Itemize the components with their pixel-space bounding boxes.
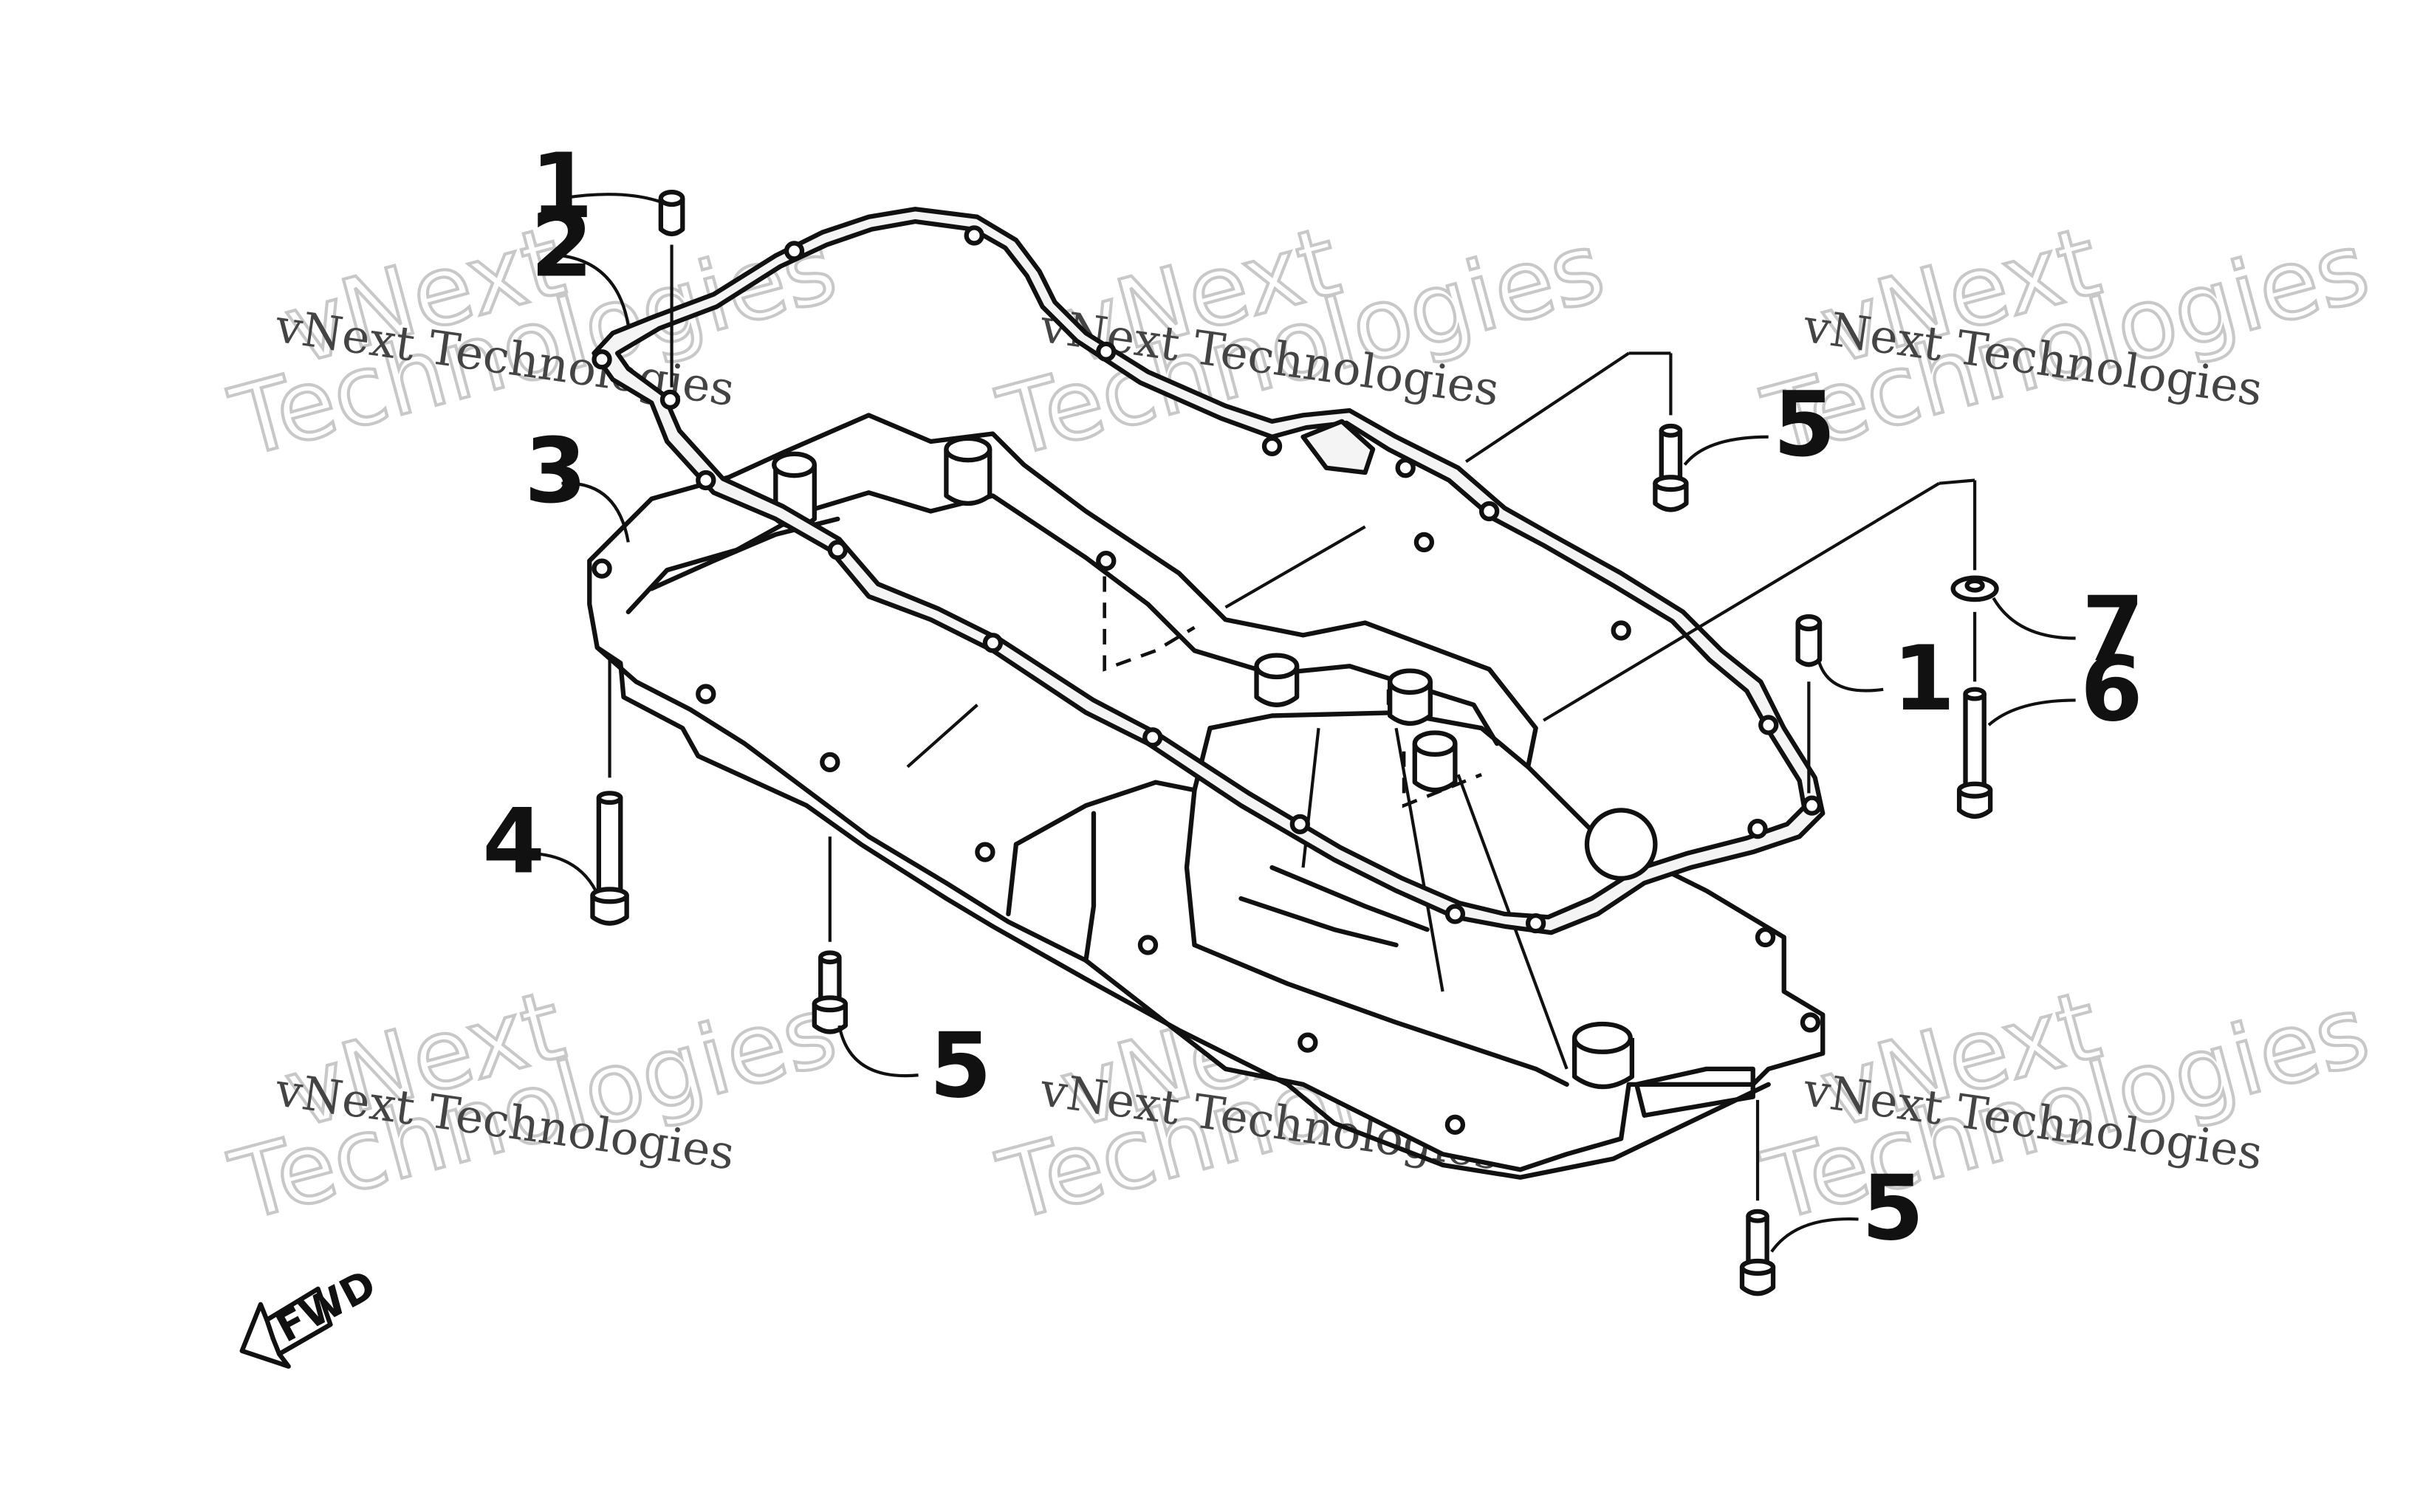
- callout-3-oil-pan: 3: [524, 419, 587, 523]
- callout-5-bolt-lower-right: 5: [1862, 1156, 1924, 1261]
- bolt-part-5-lower-right: [1739, 1099, 1776, 1296]
- bolt-part-5-upper: [906, 351, 1689, 769]
- callout-1-dowel-pin-right: 1: [1893, 626, 1955, 731]
- watermark-top-right: vNext Technologies vNext Technologies: [1752, 204, 2382, 481]
- fwd-arrow-icon: FWD: [239, 1260, 383, 1369]
- watermark-bottom-left: vNext Technologies vNext Technologies: [219, 967, 849, 1244]
- dowel-pin-left: [658, 190, 685, 388]
- callout-2-gasket: 2: [530, 193, 593, 298]
- callout-5-bolt-upper: 5: [1773, 372, 1836, 477]
- watermark-bottom-right: vNext Technologies vNext Technologies: [1752, 967, 2382, 1244]
- callout-7-washer: 7: [2082, 577, 2145, 681]
- oil-pan-gasket: [592, 207, 1826, 935]
- bolt-part-6: [1956, 611, 1993, 819]
- callout-1-dowel-pin-left: 1: [530, 134, 593, 238]
- washer-part-7: [1543, 478, 1999, 722]
- bolt-part-4: [590, 658, 629, 926]
- callout-5-bolt-lower-left: 5: [929, 1014, 992, 1118]
- fwd-label: FWD: [268, 1260, 383, 1351]
- leader-lines: [512, 193, 2076, 1253]
- callout-6-bolt: 6: [2080, 637, 2143, 742]
- callout-4-bolt: 4: [482, 788, 545, 893]
- bolt-part-5-lower-left: [812, 836, 849, 1034]
